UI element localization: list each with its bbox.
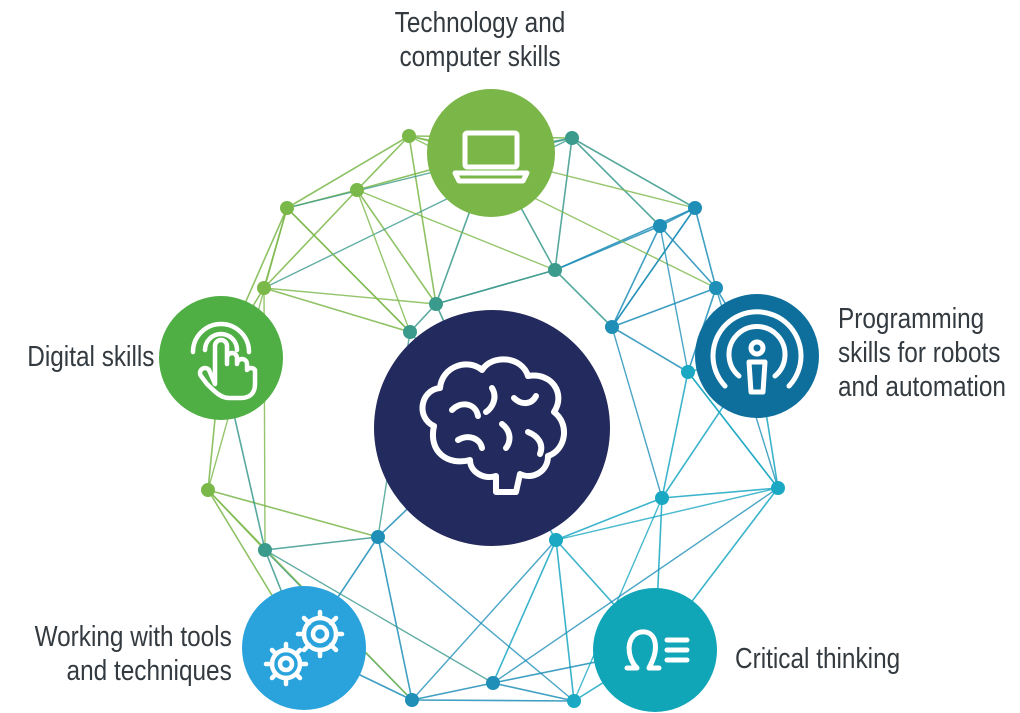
network-dot bbox=[280, 201, 294, 215]
network-line bbox=[356, 189, 437, 305]
laptop-icon bbox=[452, 130, 530, 184]
node-programming bbox=[695, 294, 819, 418]
network-line bbox=[611, 326, 689, 373]
network-dot bbox=[257, 281, 271, 295]
critical-thinking-icon bbox=[624, 629, 690, 671]
label-line: Digital skills bbox=[26, 341, 154, 373]
network-lines bbox=[207, 135, 779, 702]
network-line bbox=[555, 497, 663, 541]
label-critical-thinking: Critical thinking bbox=[735, 642, 900, 676]
network-line bbox=[492, 539, 557, 684]
network-dot bbox=[655, 491, 669, 505]
network-dot bbox=[567, 694, 581, 708]
label-line: Working with tools bbox=[34, 621, 232, 653]
node-digital bbox=[159, 296, 283, 420]
ai-assistant-icon bbox=[710, 309, 804, 395]
label-line: and automation bbox=[838, 371, 1006, 403]
network-line bbox=[687, 371, 779, 489]
network-dot bbox=[405, 693, 419, 707]
network-line bbox=[661, 371, 689, 499]
network-line bbox=[611, 287, 717, 328]
network-dot bbox=[565, 131, 579, 145]
network-line bbox=[611, 225, 661, 328]
network-line bbox=[408, 135, 437, 305]
network-line bbox=[554, 137, 573, 271]
label-line: computer skills bbox=[399, 41, 561, 73]
network-dot bbox=[402, 129, 416, 143]
network-dot bbox=[771, 481, 785, 495]
network-line bbox=[264, 549, 494, 684]
network-line bbox=[611, 207, 696, 328]
label-line: skills for robots bbox=[838, 337, 1001, 369]
node-working bbox=[242, 586, 366, 710]
network-dot bbox=[605, 320, 619, 334]
network-line bbox=[492, 682, 575, 702]
node-digital-circle bbox=[159, 296, 283, 420]
network-line bbox=[571, 137, 696, 209]
network-dot bbox=[549, 533, 563, 547]
network-dot bbox=[709, 281, 723, 295]
network-line bbox=[356, 189, 556, 271]
label-line: Programming bbox=[838, 303, 985, 335]
touch-gesture-icon bbox=[190, 321, 258, 401]
network-dot bbox=[486, 676, 500, 690]
network-line bbox=[555, 487, 779, 541]
label-line: Technology and bbox=[394, 7, 566, 39]
network-line bbox=[411, 539, 557, 701]
label-line: Critical thinking bbox=[735, 643, 901, 675]
center-circle bbox=[374, 310, 610, 546]
node-technology-circle bbox=[427, 89, 555, 217]
label-digital-skills: Digital skills bbox=[27, 340, 154, 374]
network-line bbox=[263, 287, 411, 333]
label-line: and techniques bbox=[66, 655, 232, 687]
brain-icon bbox=[419, 356, 567, 495]
network-dot bbox=[201, 483, 215, 497]
network-dots bbox=[201, 129, 785, 708]
network-dot bbox=[681, 365, 695, 379]
label-programming: Programming skills for robots and automa… bbox=[838, 302, 1006, 404]
network-line bbox=[286, 207, 411, 333]
network-line bbox=[554, 225, 661, 271]
network-line bbox=[286, 135, 410, 209]
node-critical bbox=[593, 588, 717, 712]
network-line bbox=[659, 225, 689, 373]
network-dot bbox=[653, 219, 667, 233]
center-node bbox=[374, 310, 610, 546]
network-line bbox=[411, 682, 494, 701]
network-line bbox=[377, 536, 413, 701]
network-line bbox=[571, 137, 661, 227]
network-dot bbox=[350, 183, 364, 197]
gears-icon bbox=[263, 609, 345, 687]
network-line bbox=[661, 487, 779, 499]
network-line bbox=[377, 536, 575, 702]
network-line bbox=[356, 189, 411, 333]
network-line bbox=[573, 497, 663, 702]
network-dot bbox=[403, 325, 417, 339]
node-technology bbox=[427, 89, 555, 217]
network-line bbox=[264, 536, 379, 551]
network-line bbox=[207, 489, 379, 538]
network-line bbox=[435, 269, 556, 305]
network-line bbox=[611, 326, 663, 499]
network-dot bbox=[429, 297, 443, 311]
network-line bbox=[263, 189, 358, 289]
network-dot bbox=[688, 201, 702, 215]
network-dot bbox=[371, 530, 385, 544]
network-dot bbox=[258, 543, 272, 557]
label-technology: Technology and computer skills bbox=[371, 6, 589, 74]
network-line bbox=[554, 269, 613, 328]
network-line bbox=[356, 135, 410, 191]
network-dot bbox=[548, 263, 562, 277]
label-working-with-tools: Working with tools and techniques bbox=[35, 620, 232, 688]
network-line bbox=[555, 539, 575, 702]
network-line bbox=[694, 207, 717, 289]
network-line bbox=[659, 225, 717, 289]
network-line bbox=[263, 287, 437, 305]
network-line bbox=[411, 699, 575, 702]
network-line bbox=[492, 487, 779, 684]
